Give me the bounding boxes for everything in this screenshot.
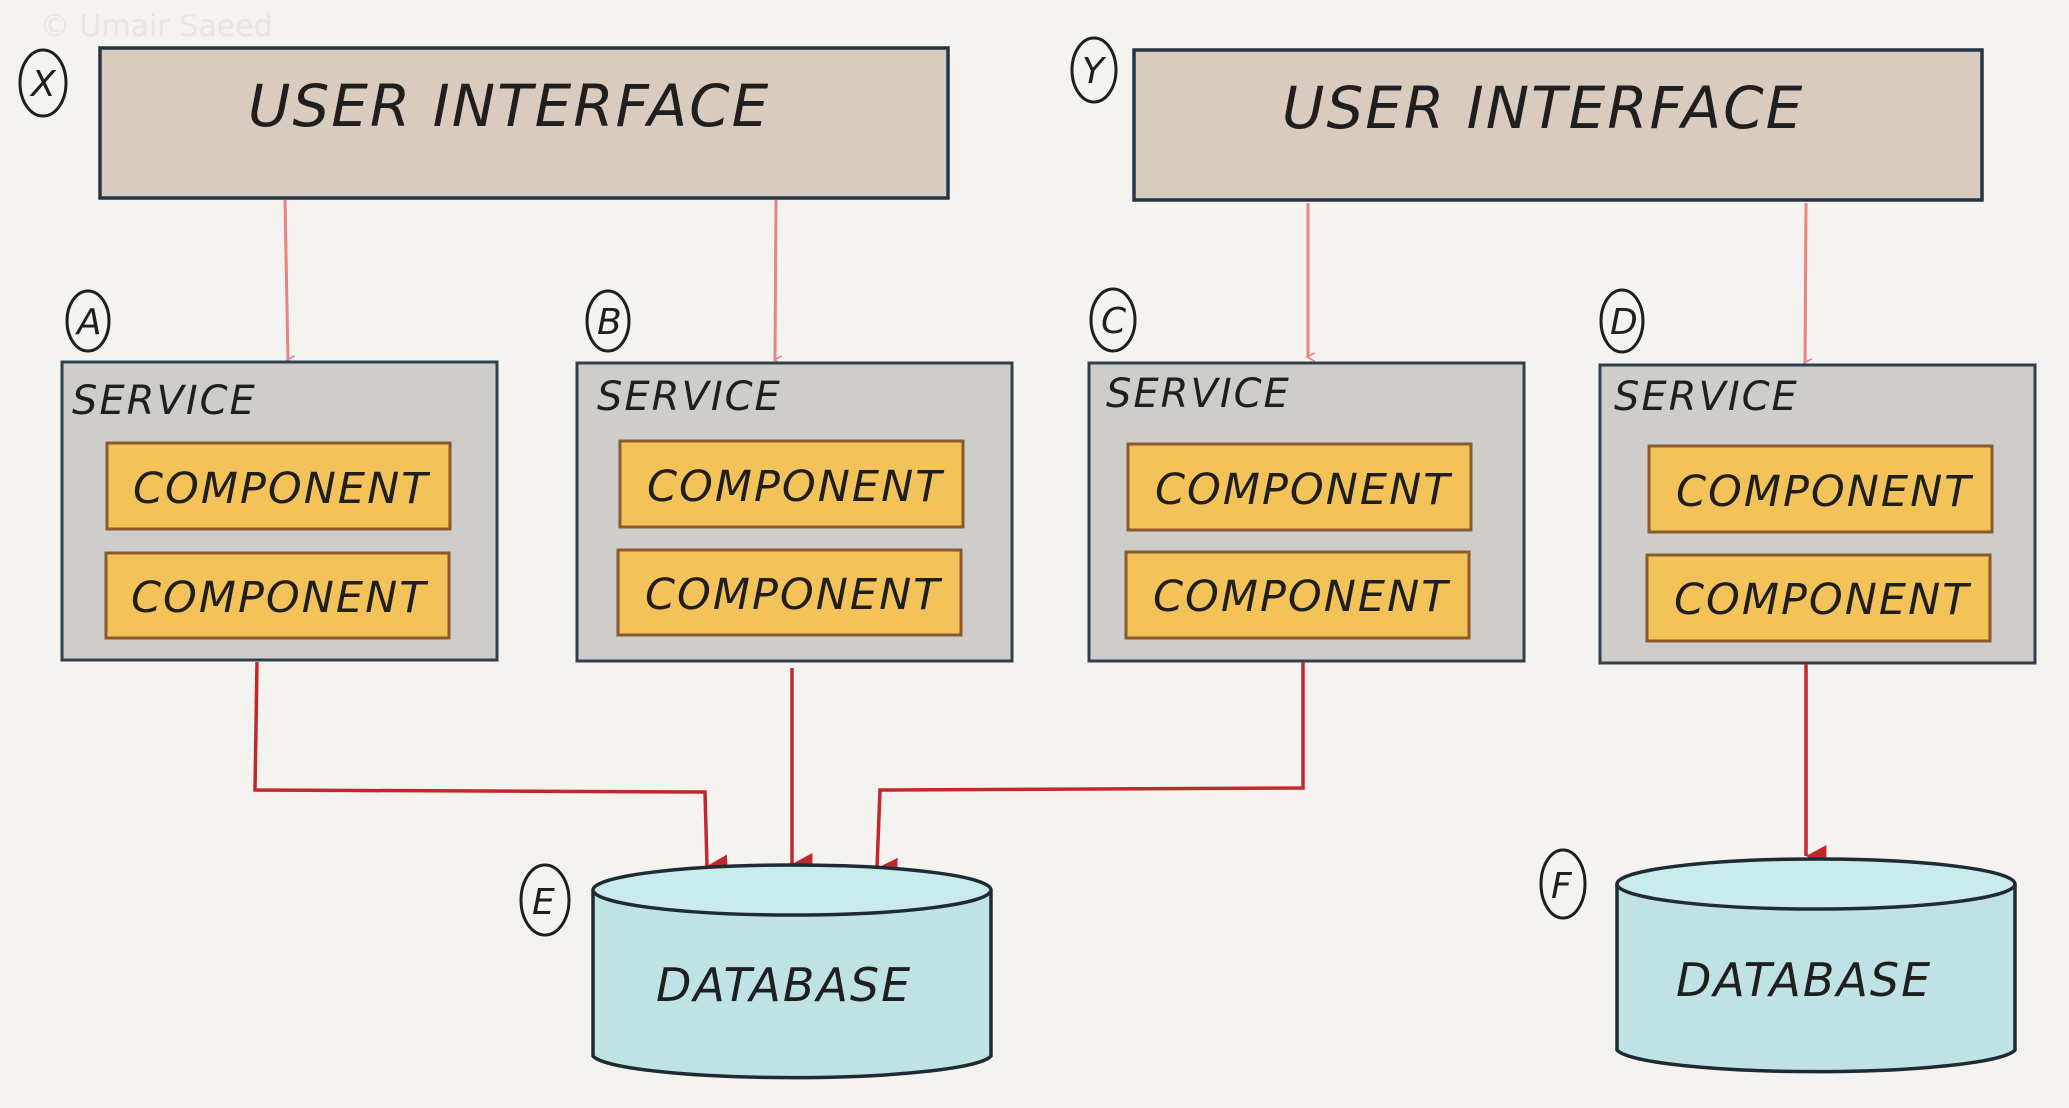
label-c-marker: C (1089, 287, 1137, 353)
service-d-component-1 (1647, 444, 1994, 534)
service-b-component-2 (616, 548, 963, 637)
label-a-text: A (75, 302, 102, 343)
service-c-component-1 (1126, 442, 1473, 532)
label-b-circle (585, 289, 631, 353)
user-interface-y: USER INTERFACE (1132, 48, 1984, 202)
service-c: SERVICE COMPONENT COMPONENT (1087, 361, 1526, 663)
label-e-text: E (532, 882, 555, 923)
label-f-marker: F (1539, 848, 1587, 920)
label-e-marker: E (519, 863, 571, 937)
service-d-label: SERVICE (1614, 374, 1799, 420)
arrow-a-to-e (253, 661, 728, 877)
label-b-text: B (597, 302, 622, 343)
arrow-c-to-e (875, 662, 1305, 880)
service-b-label: SERVICE (597, 374, 782, 420)
service-b-component-1 (618, 439, 965, 529)
service-d-component-2 (1645, 553, 1992, 643)
service-to-database-arrows (253, 661, 1827, 880)
label-c-circle (1089, 287, 1137, 353)
label-f-circle (1539, 848, 1587, 920)
label-y-marker: Y (1070, 36, 1118, 104)
label-f-text: F (1551, 866, 1573, 907)
watermark-text: © Umair Saeed (40, 9, 273, 44)
database-e: DATABASE (591, 863, 993, 1080)
service-a-component-1 (105, 441, 452, 531)
service-b-component-1-label: COMPONENT (647, 462, 945, 512)
label-y-circle (1070, 36, 1118, 104)
service-a-component-1-label: COMPONENT (133, 464, 431, 514)
arrow-y-to-d (1805, 202, 1806, 363)
service-d-component-2-label: COMPONENT (1674, 575, 1972, 625)
service-c-component-2 (1124, 550, 1471, 640)
arrow-x-to-b (775, 199, 776, 360)
label-y-text: Y (1082, 51, 1107, 92)
user-interface-y-label: USER INTERFACE (1282, 74, 1804, 142)
label-a-marker: A (65, 289, 111, 353)
database-e-top (591, 863, 993, 917)
label-a-circle (65, 289, 111, 353)
user-interface-x-box (98, 46, 950, 200)
label-x-circle (18, 48, 68, 118)
label-x-text: X (29, 64, 57, 105)
database-e-label: DATABASE (656, 958, 912, 1012)
service-a-component-2 (104, 551, 451, 640)
service-b: SERVICE COMPONENT COMPONENT (575, 361, 1014, 663)
user-interface-y-box (1132, 48, 1984, 202)
service-a: SERVICE COMPONENT COMPONENT (60, 360, 499, 662)
user-interface-x: USER INTERFACE (98, 46, 950, 200)
label-d-circle (1599, 288, 1645, 354)
label-d-text: D (1610, 302, 1638, 343)
arrow-x-to-a (283, 199, 288, 360)
service-d: SERVICE COMPONENT COMPONENT (1598, 363, 2037, 665)
label-b-marker: B (585, 289, 631, 353)
service-a-label: SERVICE (72, 378, 257, 424)
database-f-body (1615, 884, 2017, 1074)
database-f: DATABASE (1615, 857, 2017, 1074)
service-b-component-2-label: COMPONENT (645, 570, 943, 620)
database-e-body (591, 890, 993, 1080)
ui-to-service-arrows (283, 199, 1806, 363)
service-d-component-1-label: COMPONENT (1676, 467, 1974, 517)
database-f-top (1615, 857, 2017, 911)
database-f-label: DATABASE (1676, 953, 1932, 1007)
service-c-component-2-label: COMPONENT (1153, 572, 1451, 622)
label-e-circle (519, 863, 571, 937)
service-a-component-2-label: COMPONENT (131, 573, 429, 623)
label-c-text: C (1101, 301, 1127, 342)
label-d-marker: D (1599, 288, 1645, 354)
user-interface-x-label: USER INTERFACE (248, 72, 770, 140)
label-x-marker: X (18, 48, 68, 118)
service-c-label: SERVICE (1106, 371, 1291, 417)
service-c-component-1-label: COMPONENT (1155, 465, 1453, 515)
